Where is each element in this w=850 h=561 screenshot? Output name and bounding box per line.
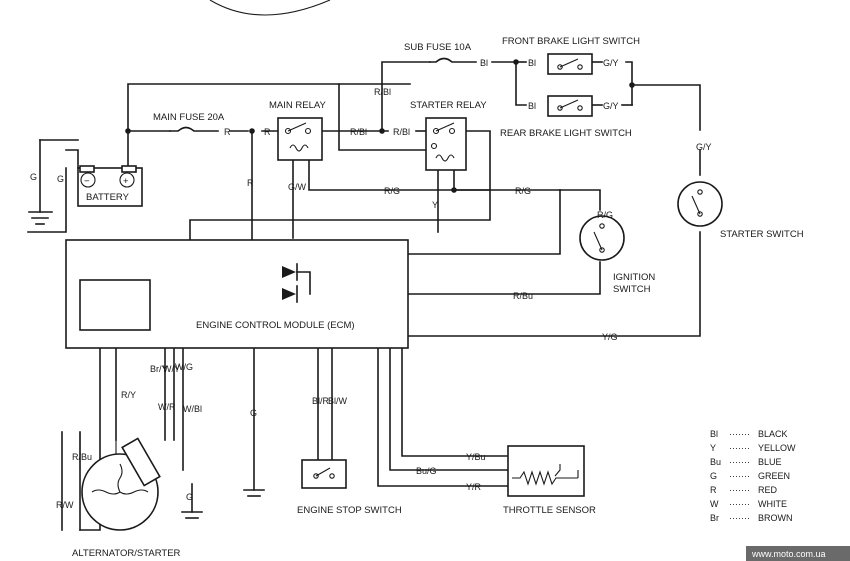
wire-gy-starter: G/Y xyxy=(696,142,712,152)
main-fuse-label: MAIN FUSE 20A xyxy=(153,112,225,123)
wire-ybu: Y/Bu xyxy=(466,452,486,462)
wire-g-left: G xyxy=(30,172,37,182)
battery-label: BATTERY xyxy=(86,192,130,203)
wire-gy-rear: G/Y xyxy=(603,101,619,111)
wire-blw: Bl/W xyxy=(328,396,348,406)
wire-r-fuse: R xyxy=(224,127,231,137)
starter-switch-label: STARTER SWITCH xyxy=(720,229,804,240)
wire-gy-front: G/Y xyxy=(603,58,619,68)
wire-bry: Br/Y xyxy=(150,364,168,374)
wire-ry: R/Y xyxy=(121,390,136,400)
wire-rbl-2: R/Bl xyxy=(393,127,410,137)
legend-code: Bu xyxy=(710,457,721,467)
ignition-label-1: IGNITION xyxy=(613,272,655,283)
starter-relay xyxy=(425,117,467,171)
wire-y: Y xyxy=(432,200,438,210)
wire-wbl: W/Bl xyxy=(183,404,202,414)
wire-blr: Bl/R xyxy=(312,396,330,406)
wire-rg-2: R/G xyxy=(515,186,531,196)
legend-code: Bl xyxy=(710,429,718,439)
ignition-switch xyxy=(579,215,625,261)
legend-color: BLUE xyxy=(758,457,782,467)
legend-dots: ······· xyxy=(729,429,750,439)
legend-dots: ······· xyxy=(729,485,750,495)
legend-color: YELLOW xyxy=(758,443,796,453)
ecm: ENGINE CONTROL MODULE (ECM) xyxy=(65,239,409,349)
front-brake-switch xyxy=(547,53,593,75)
wire-r-down: R xyxy=(247,178,254,188)
wire-bug: Bu/G xyxy=(416,466,437,476)
wire-g-ecm: G xyxy=(250,408,257,418)
engine-stop-switch xyxy=(301,459,347,489)
wire-rg-1: R/G xyxy=(384,186,400,196)
watermark: www.moto.com.ua xyxy=(746,546,850,561)
legend-color: BROWN xyxy=(758,513,793,523)
starter-switch xyxy=(677,181,723,227)
wire-rg-ign: R/G xyxy=(597,210,613,220)
wire-bl-rear: Bl xyxy=(528,101,536,111)
legend-code: G xyxy=(710,471,717,481)
ecm-label: ENGINE CONTROL MODULE (ECM) xyxy=(196,320,355,331)
legend-color: RED xyxy=(758,485,778,495)
legend-code: W xyxy=(710,499,719,509)
top-arc xyxy=(209,0,331,16)
wire-labels: G G R R R R/Bl R/Bl R/Bl Bl Bl Bl G/Y G/… xyxy=(30,58,712,510)
sub-fuse-label: SUB FUSE 10A xyxy=(404,42,472,53)
legend-dots: ······· xyxy=(729,457,750,467)
legend-code: Y xyxy=(710,443,716,453)
alternator-starter xyxy=(79,432,161,531)
wire-rbl-1: R/Bl xyxy=(350,127,367,137)
wire-yg: Y/G xyxy=(602,332,618,342)
main-relay xyxy=(277,117,323,161)
ignition-label-2: SWITCH xyxy=(613,284,651,295)
legend-code: Br xyxy=(710,513,719,523)
legend-dots: ······· xyxy=(729,471,750,481)
legend-color: GREEN xyxy=(758,471,790,481)
rear-brake-label: REAR BRAKE LIGHT SWITCH xyxy=(500,128,632,139)
component-labels: MAIN FUSE 20A SUB FUSE 10A MAIN RELAY ST… xyxy=(72,36,804,559)
color-legend: Bl ······· BLACK Y ······· YELLOW Bu ···… xyxy=(710,429,796,523)
wire-gw: G/W xyxy=(288,182,307,192)
wire-rw: R/W xyxy=(56,500,74,510)
throttle-sensor-label: THROTTLE SENSOR xyxy=(503,505,596,516)
wire-rbl-sub: R/Bl xyxy=(374,87,391,97)
legend-dots: ······· xyxy=(729,499,750,509)
legend-dots: ······· xyxy=(729,513,750,523)
wire-bl-front: Bl xyxy=(528,58,536,68)
throttle-sensor xyxy=(507,445,585,497)
wire-g-batt: G xyxy=(57,174,64,184)
wire-wr: W/R xyxy=(158,402,176,412)
wire-g-alt: G xyxy=(186,492,193,502)
plus-label: + xyxy=(123,176,129,187)
minus-label: − xyxy=(84,176,90,187)
alternator-label: ALTERNATOR/STARTER xyxy=(72,548,181,559)
wire-yr: Y/R xyxy=(466,482,482,492)
wire-wg: W/G xyxy=(175,362,193,372)
starter-relay-label: STARTER RELAY xyxy=(410,100,487,111)
legend-code: R xyxy=(710,485,717,495)
watermark-text: www.moto.com.ua xyxy=(751,549,826,559)
legend-color: BLACK xyxy=(758,429,788,439)
battery: BATTERY − + xyxy=(77,165,143,207)
wire-bl-sub: Bl xyxy=(480,58,488,68)
wire-rbu: R/Bu xyxy=(513,291,533,301)
wire-r-relay: R xyxy=(264,127,271,137)
engine-stop-label: ENGINE STOP SWITCH xyxy=(297,505,402,516)
wire-rbu-alt: R/Bu xyxy=(72,452,92,462)
main-relay-label: MAIN RELAY xyxy=(269,100,327,111)
wire-wy: W/Y xyxy=(163,364,180,374)
front-brake-label: FRONT BRAKE LIGHT SWITCH xyxy=(502,36,640,47)
legend-dots: ······· xyxy=(729,443,750,453)
rear-brake-switch xyxy=(547,95,593,117)
legend-color: WHITE xyxy=(758,499,787,509)
